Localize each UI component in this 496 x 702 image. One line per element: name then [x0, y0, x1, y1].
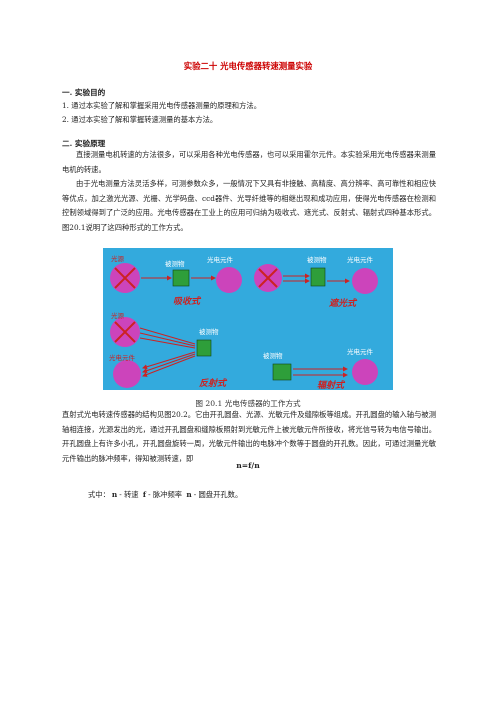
legend-var-f: f [142, 490, 147, 499]
object-box-2 [310, 267, 326, 287]
radiation-panel: 被测物 光电元件 辐射式 [263, 347, 378, 390]
object-label-3: 被测物 [199, 327, 219, 336]
principle-paragraph-1: 直接测量电机转速的方法很多，可以采用各种光电传感器，也可以采用霍尔元件。本实验采… [62, 150, 436, 174]
sensor-circle-3 [113, 360, 141, 388]
mode-label-radiate: 辐射式 [317, 380, 346, 390]
objective-item-2: 2. 通过本实验了解和掌握转速测量的基本方法。 [62, 115, 218, 124]
mode-label-block: 遮光式 [329, 298, 358, 309]
legend-desc-n: - 转速 [119, 490, 139, 499]
reflection-panel: 光源 被测物 光电元件 反射式 [109, 311, 228, 389]
blocking-panel: 被测物 光电元件 遮光式 [254, 255, 378, 309]
legend-desc-holes: - 圆盘开孔数。 [193, 490, 243, 499]
legend-desc-f: - 脉冲频率 [148, 490, 183, 499]
object-label-4: 被测物 [263, 351, 283, 360]
object-box-4 [272, 363, 292, 381]
direct-sensor-paragraph: 直射式光电转速传感器的结构见图20.2。它由开孔圆盘、光源、光敏元件及缝隙板等组… [62, 410, 436, 463]
legend-var-holes: n [186, 490, 192, 499]
sensor-modes-diagram: 光源 被测物 光电元件 吸收式 被测物 光电元件 [109, 254, 378, 390]
section-heading-objective: 一. 实验目的 [62, 88, 106, 97]
figure-caption: 图 20.1 光电传感器的工作方式 [195, 399, 301, 408]
absorption-panel: 光源 被测物 光电元件 吸收式 [110, 254, 242, 307]
mode-label-absorb: 吸收式 [173, 296, 202, 307]
object-label-2: 被测物 [307, 255, 327, 264]
source-label-3: 光源 [111, 311, 125, 320]
object-box-1 [172, 269, 190, 287]
formula: n=f/n [236, 461, 260, 470]
legend-var-n: n [111, 490, 118, 499]
sensor-circle-1 [216, 267, 242, 293]
objective-item-1: 1. 通过本实验了解和掌握采用光电传感器测量的原理和方法。 [62, 101, 261, 110]
principle-paragraph-2: 由于光电测量方法灵活多样，可测参数众多，一般情况下又具有非接触、高精度、高分辨率… [62, 179, 436, 232]
element-label-1: 光电元件 [207, 255, 234, 264]
object-box-3 [196, 339, 212, 357]
element-label-2: 光电元件 [347, 255, 374, 264]
source-label-1: 光源 [111, 254, 125, 263]
page-title: 实验二十 光电传感器转速测量实验 [183, 61, 313, 71]
sensor-circle-2 [352, 268, 378, 294]
legend-prefix: 式中： [88, 490, 110, 499]
object-label-1: 被测物 [165, 259, 185, 268]
section-heading-principle: 二. 实验原理 [62, 139, 106, 148]
sensor-circle-4 [352, 359, 378, 385]
mode-label-reflect: 反射式 [199, 378, 228, 389]
sensor-modes-figure: 光源 被测物 光电元件 吸收式 被测物 光电元件 [103, 248, 393, 390]
element-label-4: 光电元件 [347, 347, 374, 356]
element-label-3: 光电元件 [109, 353, 136, 362]
formula-legend: 式中：n- 转速 f- 脉冲频率 n- 圆盘开孔数。 [88, 490, 242, 500]
